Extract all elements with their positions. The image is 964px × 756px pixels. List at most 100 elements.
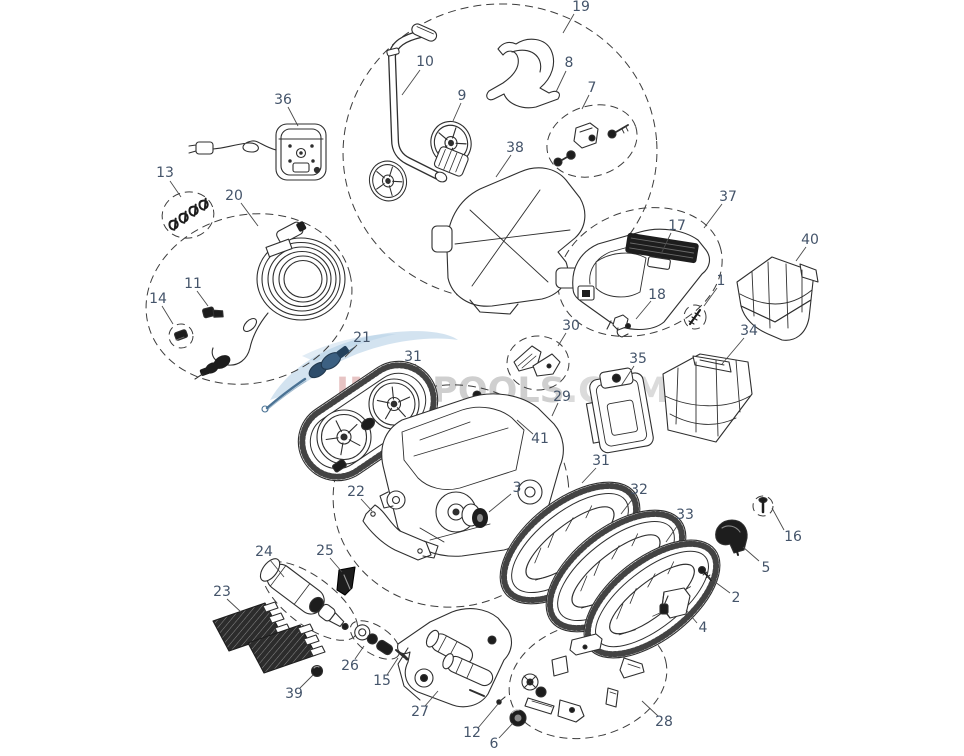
part-3-roller (461, 503, 488, 528)
part-21-cable-float (261, 346, 356, 413)
leader-line-13 (169, 180, 182, 198)
leader-line-25 (329, 557, 343, 573)
leader-line-31 (581, 467, 597, 484)
leader-line-11 (196, 290, 209, 307)
leader-line-33 (665, 521, 681, 543)
leader-line-17 (660, 232, 672, 255)
leader-line-21 (344, 344, 358, 358)
leader-line-18 (635, 300, 652, 320)
leader-line-8 (555, 70, 567, 93)
leader-line-36 (287, 106, 299, 127)
part-label-24: 24 (255, 544, 273, 560)
watermark-swoosh (270, 331, 458, 400)
part-11-hose-fitting (202, 306, 224, 319)
part-4-bracket (659, 587, 691, 619)
group-outline-1 (683, 304, 707, 330)
group-outline-13 (161, 191, 215, 239)
part-label-21: 21 (353, 330, 371, 346)
leader-line-22 (360, 498, 373, 512)
part-26-roller-end (354, 624, 394, 656)
part-31-track-assembly (297, 360, 439, 482)
part-label-11: 11 (184, 276, 202, 292)
leader-line-3 (488, 493, 512, 513)
leader-line-29 (551, 402, 559, 417)
leader-line-31 (414, 363, 428, 379)
part-label-38: 38 (506, 140, 524, 156)
part-7-hardware (553, 122, 629, 167)
part-label-35: 35 (629, 351, 647, 367)
leader-line-39 (299, 674, 314, 689)
part-12-pin (496, 696, 506, 705)
leader-line-19 (562, 13, 575, 34)
part-27-lower-chassis (397, 608, 513, 708)
part-40-filter-basket (736, 256, 819, 341)
leader-line-20 (240, 202, 259, 227)
leader-line-27 (424, 690, 439, 707)
part-17-top-lid (572, 228, 711, 331)
leader-line-2 (706, 575, 731, 594)
part-20-cable-assembly (194, 221, 346, 380)
group-outline-16 (752, 495, 774, 517)
part-8-caddy-bracket (486, 38, 560, 109)
part-39-bead (310, 664, 324, 678)
part-label-31: 31 (404, 349, 422, 365)
part-23-brush (247, 623, 326, 674)
part-10-handle (386, 23, 448, 183)
group-outline-7 (546, 104, 638, 178)
part-28-hardware-kit (521, 633, 645, 723)
part-label-30: 30 (562, 318, 580, 334)
leader-line-5 (742, 546, 760, 562)
leader-line-7 (581, 94, 590, 110)
group-outline-28 (508, 620, 668, 740)
part-label-26: 26 (341, 658, 359, 674)
part-30-flaps (513, 345, 561, 377)
group-outline-20 (145, 213, 353, 385)
part-label-18: 18 (648, 287, 666, 303)
part-label-36: 36 (274, 92, 292, 108)
part-label-19: 19 (572, 0, 590, 15)
part-label-31: 31 (592, 453, 610, 469)
leader-line-14 (161, 305, 174, 325)
part-label-39: 39 (285, 686, 303, 702)
part-label-14: 14 (149, 291, 167, 307)
leader-line-37 (703, 203, 723, 229)
part-13-springs (168, 197, 209, 231)
part-9-wheel (368, 160, 408, 202)
leader-line-26 (354, 645, 365, 660)
leader-line-32 (620, 496, 635, 515)
leader-line-41 (516, 419, 534, 435)
leader-line-28 (641, 700, 659, 717)
part-25-fin (336, 566, 356, 596)
leader-line-40 (795, 246, 807, 262)
leader-line-1 (703, 287, 718, 307)
part-label-34: 34 (740, 323, 758, 339)
leader-line-15 (386, 657, 399, 676)
leader-line-6 (498, 722, 514, 739)
part-label-15: 15 (373, 673, 391, 689)
group-outline-37 (557, 207, 723, 337)
part-6-grommet (509, 709, 527, 727)
part-label-23: 23 (213, 584, 231, 600)
part-label-28: 28 (655, 714, 673, 730)
part-35-door (585, 367, 654, 454)
part-label-37: 37 (719, 189, 737, 205)
leader-line-12 (477, 703, 499, 729)
part-23-brush (212, 601, 291, 652)
part-label-12: 12 (463, 725, 481, 741)
part-29-chassis (379, 393, 564, 557)
leader-line-38 (495, 154, 512, 178)
leader-line-24 (269, 559, 285, 578)
watermark-swoosh-inner (302, 334, 396, 362)
part-label-27: 27 (411, 704, 429, 720)
leader-line-9 (452, 102, 462, 122)
part-label-40: 40 (801, 232, 819, 248)
part-18-latch (606, 314, 632, 338)
part-16-screw (758, 496, 768, 514)
group-outline-14 (168, 323, 194, 349)
group-outline-30 (506, 335, 570, 391)
part-label-7: 7 (588, 80, 597, 96)
part-label-6: 6 (490, 736, 499, 752)
part-label-3: 3 (513, 480, 522, 496)
